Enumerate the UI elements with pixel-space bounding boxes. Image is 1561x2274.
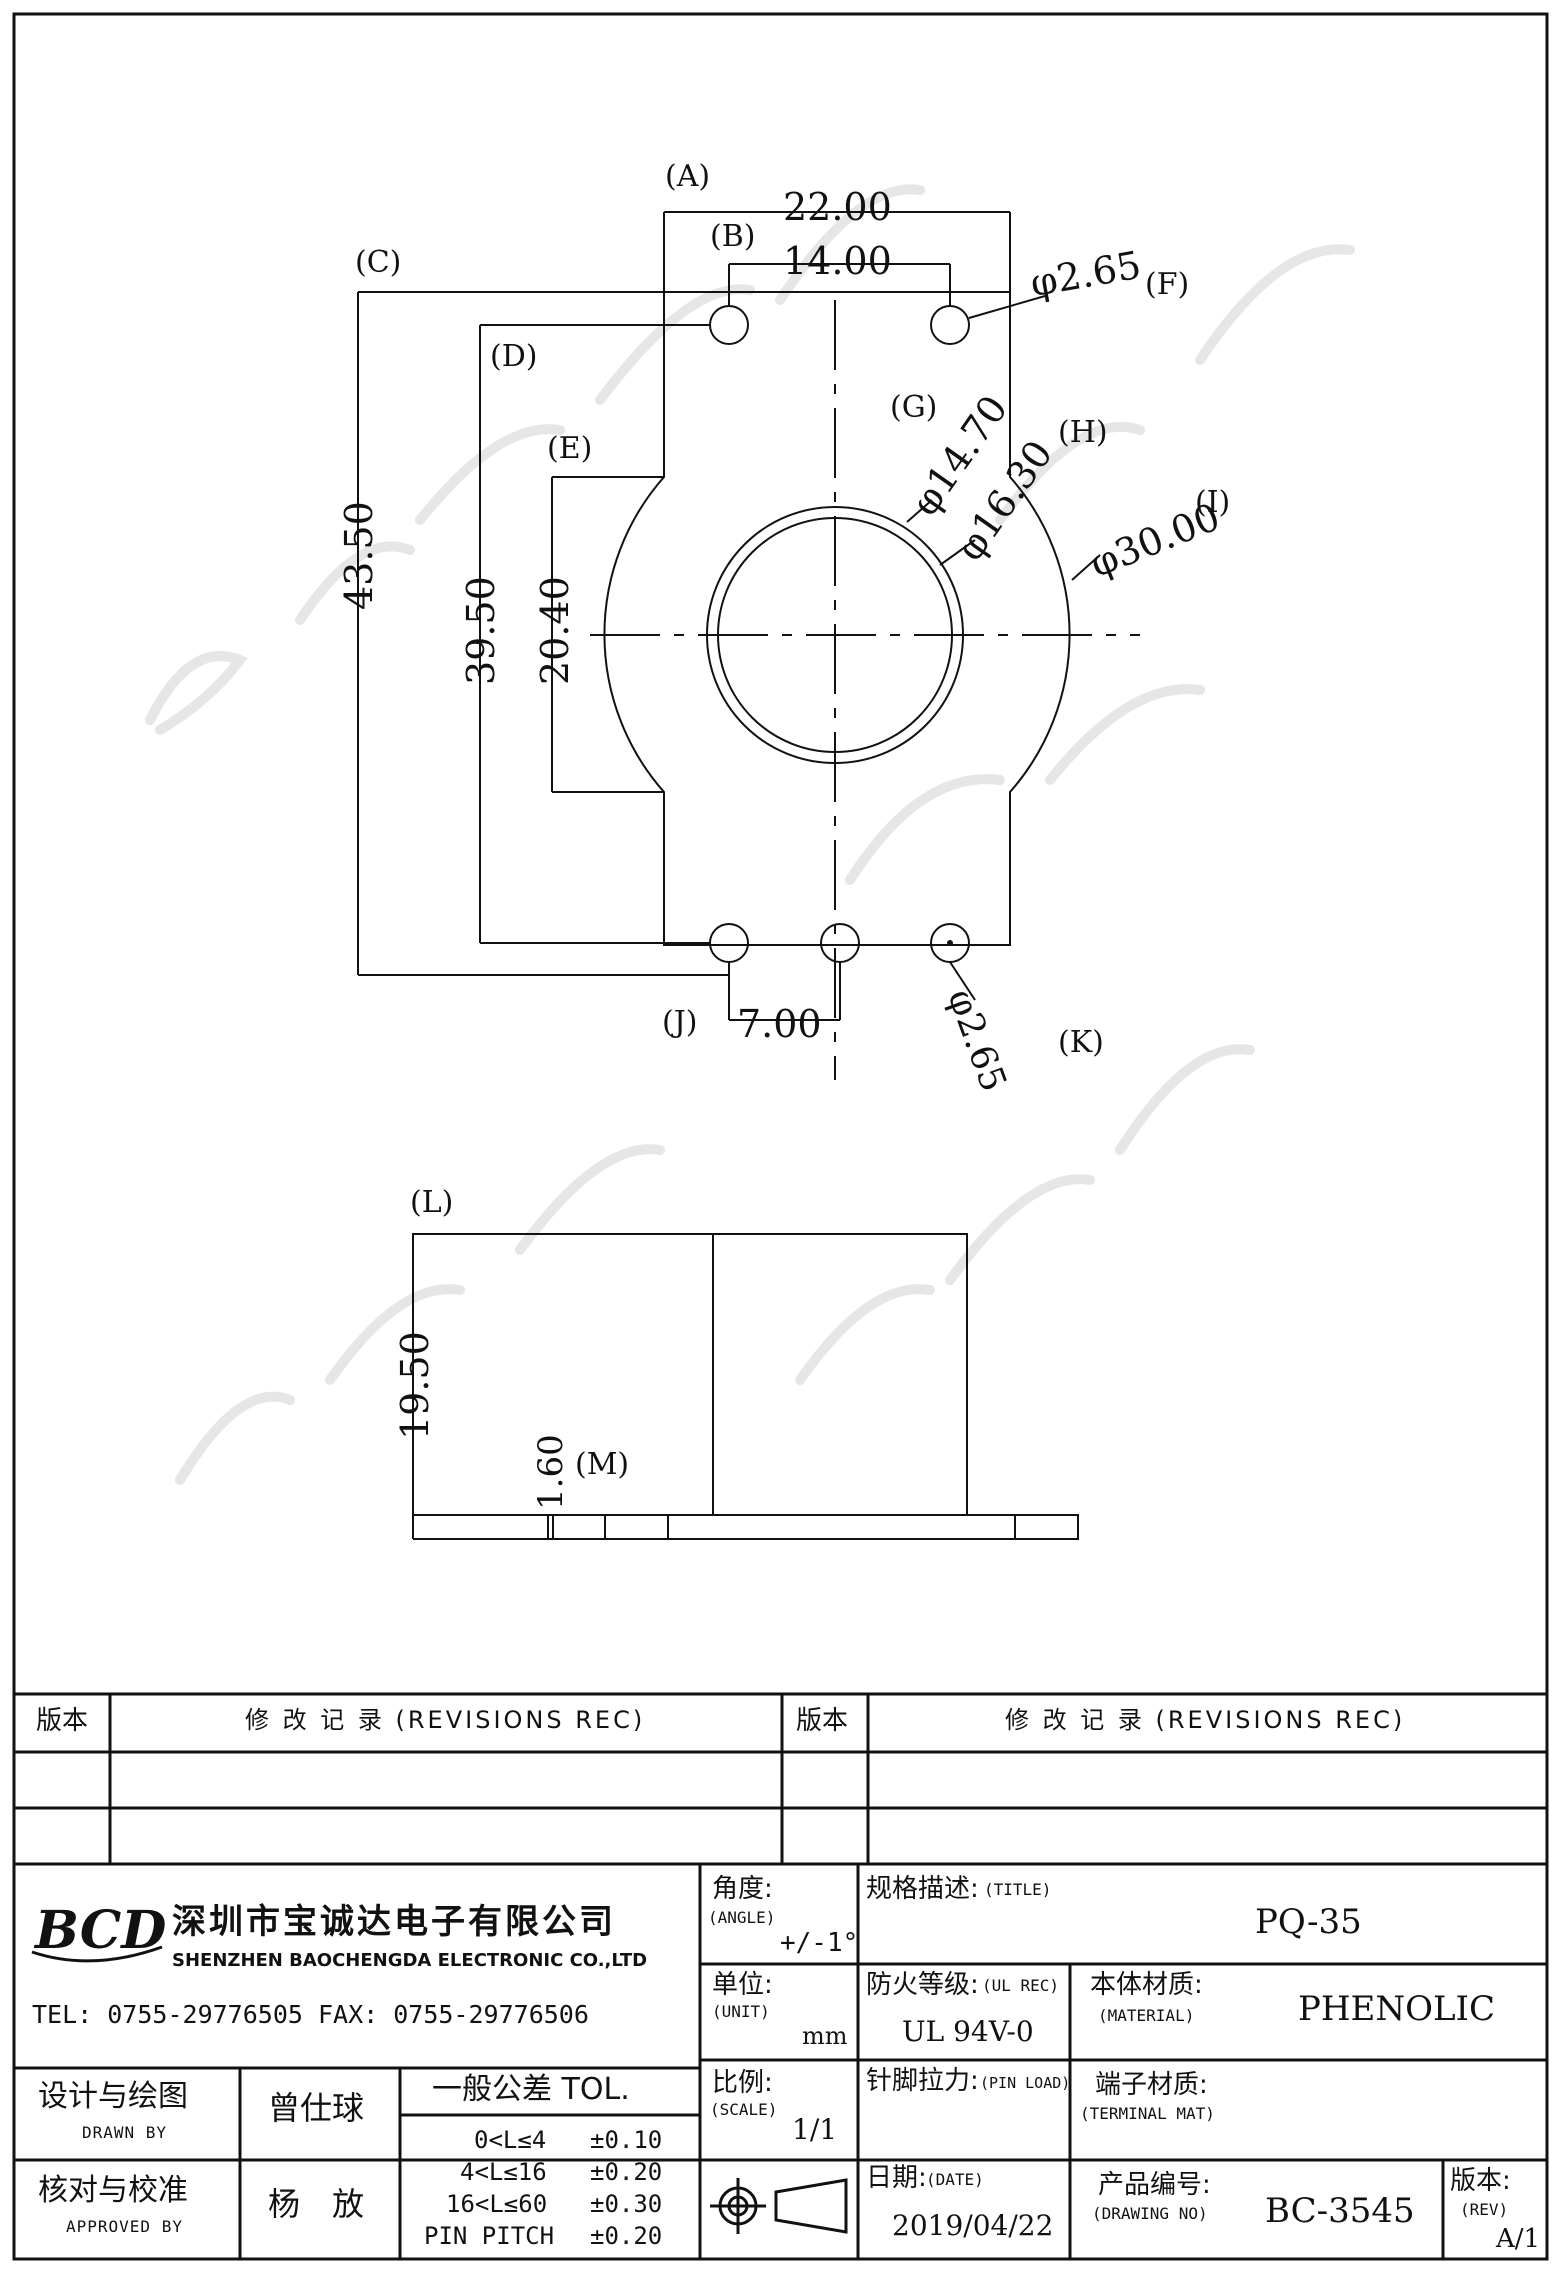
logo-mark <box>31 1945 163 1963</box>
rev-value: A/1 <box>1496 2224 1541 2254</box>
body-outline <box>603 291 1071 946</box>
tol-value-1: ±0.10 <box>590 2126 663 2154</box>
designer-label: 设计与绘图 <box>38 2079 188 2114</box>
side-base <box>552 1514 1079 1540</box>
tol-value-3: ±0.30 <box>590 2190 663 2218</box>
pin-hole <box>930 305 970 345</box>
label-j: (J) <box>662 1005 698 1040</box>
label-g: (G) <box>890 390 938 425</box>
tolerance-label: 一般公差 TOL. <box>432 2072 630 2107</box>
pin-hole <box>709 305 749 345</box>
pin-hole <box>709 923 749 963</box>
company-name-en: SHENZHEN BAOCHENGDA ELECTRONIC CO.,LTD <box>172 1950 648 1971</box>
ul-label: 防火等级: <box>866 1970 979 2000</box>
watermark <box>145 184 1355 1485</box>
company-contact: TEL: 0755-29776505 FAX: 0755-29776506 <box>32 2000 589 2029</box>
side-body <box>412 1233 968 1516</box>
dim-j: 7.00 <box>737 1002 822 1046</box>
company-name-cn: 深圳市宝诚达电子有限公司 <box>172 1902 616 1942</box>
rev-label: 版本: <box>1450 2166 1511 2196</box>
title-value: PQ-35 <box>1255 1902 1362 1942</box>
dim-e: 20.40 <box>533 576 577 685</box>
dim-d: 39.50 <box>459 576 503 685</box>
top-view <box>357 211 1140 1080</box>
material-sub: (MATERIAL) <box>1098 2006 1195 2025</box>
pin-hole <box>820 923 860 963</box>
sheet-border <box>12 12 1549 2261</box>
drawno-label: 产品编号: <box>1098 2170 1211 2200</box>
tol-range-2: 4<L≤16 <box>460 2158 547 2186</box>
approver-sub: APPROVED BY <box>66 2217 183 2236</box>
label-l: (L) <box>410 1185 454 1220</box>
angle-value: +/-1° <box>780 1928 859 1958</box>
label-k: (K) <box>1058 1025 1104 1060</box>
ul-sub: (UL REC) <box>982 1976 1060 1995</box>
designer-value: 曾仕球 <box>268 2089 365 2127</box>
rev-rec-label-right: 修 改 记 录 (REVISIONS REC) <box>1005 1706 1406 1734</box>
title-label: 规格描述: <box>866 1874 979 1904</box>
tol-range-4: PIN PITCH <box>424 2222 555 2250</box>
material-label: 本体材质: <box>1090 1970 1203 2000</box>
tol-value-2: ±0.20 <box>590 2158 663 2186</box>
label-a: (A) <box>665 159 711 194</box>
label-f: (F) <box>1145 267 1190 302</box>
label-h: (H) <box>1058 415 1108 450</box>
dim-c: 43.50 <box>337 501 381 610</box>
title-sub: (TITLE) <box>984 1880 1052 1899</box>
rev-sub: (REV) <box>1460 2200 1509 2219</box>
label-e: (E) <box>547 431 593 466</box>
terminal-sub: (TERMINAL MAT) <box>1080 2104 1215 2123</box>
scale-label: 比例: <box>712 2068 773 2098</box>
drawno-sub: (DRAWING NO) <box>1092 2204 1208 2223</box>
projection-symbol <box>710 2178 848 2234</box>
angle-label: 角度: <box>712 1874 773 1904</box>
date-sub: (DATE) <box>926 2170 984 2189</box>
label-i: (I) <box>1195 485 1231 520</box>
rev-ver-label-left: 版本 <box>36 1706 89 1736</box>
rev-rec-label-left: 修 改 记 录 (REVISIONS REC) <box>245 1706 646 1734</box>
pinload-sub: (PIN LOAD) <box>980 2074 1071 2092</box>
angle-sub: (ANGLE) <box>708 1908 776 1927</box>
label-d: (D) <box>490 339 538 374</box>
tol-range-1: 0<L≤4 <box>474 2126 547 2154</box>
rev-ver-label-right: 版本 <box>796 1706 849 1736</box>
tol-range-3: 16<L≤60 <box>446 2190 548 2218</box>
unit-value: mm <box>802 2022 848 2050</box>
label-m: (M) <box>575 1447 630 1482</box>
ul-value: UL 94V-0 <box>902 2015 1034 2048</box>
scale-sub: (SCALE) <box>710 2100 778 2119</box>
tol-value-4: ±0.20 <box>590 2222 663 2250</box>
date-value: 2019/04/22 <box>892 2209 1054 2242</box>
approver-label: 核对与校准 <box>38 2173 188 2208</box>
label-b: (B) <box>710 219 756 254</box>
material-value: PHENOLIC <box>1298 1989 1495 2029</box>
dim-l: 19.50 <box>393 1331 437 1440</box>
approver-value: 杨 放 <box>268 2185 365 2223</box>
company-logo: BCD <box>35 1900 167 1961</box>
scale-value: 1/1 <box>792 2113 838 2146</box>
side-view <box>412 1233 1079 1540</box>
designer-sub: DRAWN BY <box>82 2123 168 2142</box>
table-lines <box>14 1692 1547 2259</box>
dim-b: 14.00 <box>783 239 892 283</box>
dim-a: 22.00 <box>783 185 892 229</box>
date-label: 日期: <box>866 2163 927 2193</box>
pinload-label: 针脚拉力: <box>866 2066 979 2096</box>
terminal-label: 端子材质: <box>1095 2070 1208 2100</box>
unit-label: 单位: <box>712 1970 773 2000</box>
dim-m: 1.60 <box>531 1434 571 1510</box>
unit-sub: (UNIT) <box>712 2002 770 2021</box>
drawno-value: BC-3545 <box>1265 2191 1415 2231</box>
label-c: (C) <box>355 245 402 280</box>
